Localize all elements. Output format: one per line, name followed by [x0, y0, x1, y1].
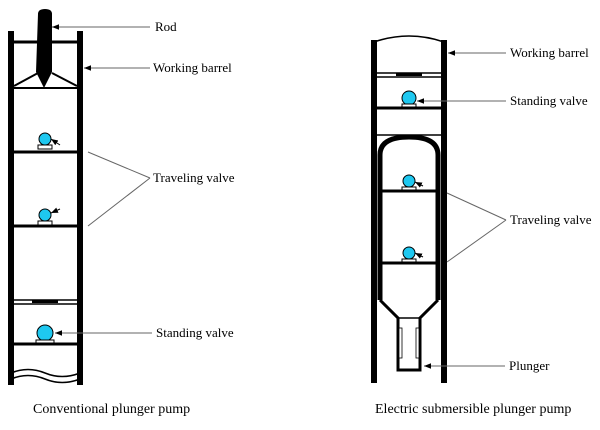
- conventional-pump-caption: Conventional plunger pump: [33, 402, 190, 417]
- rod: [36, 9, 52, 88]
- valve-ball: [36, 324, 54, 342]
- valve-ball: [38, 132, 52, 146]
- valve-ball: [401, 90, 417, 106]
- traveling-valve-upper: [401, 174, 417, 192]
- standing-valve-label: Standing valve: [156, 325, 234, 340]
- valve-ball: [402, 246, 416, 260]
- valve-seat: [37, 144, 53, 150]
- conventional-pump: Rod Working barrel Traveling valve Stand…: [8, 9, 235, 417]
- plunger-label: Plunger: [509, 358, 550, 373]
- valve-seat: [37, 220, 53, 226]
- standing-valve: [35, 324, 55, 345]
- traveling-valve-leader-upper: [87, 151, 151, 179]
- traveling-valve-arrow-lower: [50, 207, 61, 214]
- traveling-valve-lower: [401, 246, 417, 264]
- standing-valve: [401, 90, 417, 109]
- traveling-valve-upper: [37, 132, 53, 150]
- traveling-valve-arrow-upper: [414, 181, 424, 188]
- traveling-valve-leader-lower: [446, 219, 507, 263]
- working-barrel-label: Working barrel: [510, 45, 589, 60]
- valve-ball: [38, 208, 52, 222]
- traveling-valve-label: Traveling valve: [153, 170, 235, 185]
- plunger-taper: [378, 298, 440, 372]
- electric-submersible-pump: Working barrel Standing valve Traveling …: [371, 35, 592, 417]
- traveling-valve-lower: [37, 208, 53, 226]
- traveling-valve-arrow-upper: [50, 138, 61, 146]
- break-line: [10, 368, 81, 378]
- electric-submersible-pump-caption: Electric submersible plunger pump: [375, 402, 571, 417]
- traveling-valve-arrow-lower: [414, 252, 424, 259]
- working-barrel-label: Working barrel: [153, 60, 232, 75]
- rod-label: Rod: [155, 19, 177, 34]
- traveling-valve-leader-upper: [446, 192, 507, 221]
- plunger-dome: [377, 134, 441, 156]
- traveling-valve-label: Traveling valve: [510, 212, 592, 227]
- traveling-valve-leader-lower: [87, 177, 151, 227]
- valve-ball: [402, 174, 416, 188]
- standing-valve-label: Standing valve: [510, 93, 588, 108]
